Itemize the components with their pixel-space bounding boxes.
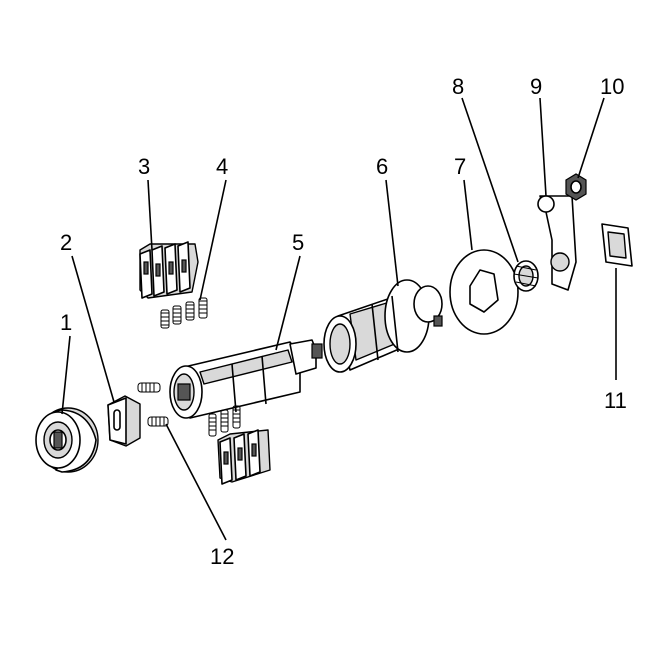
part-12-springs: [137, 382, 169, 427]
callout-2: 2: [60, 230, 72, 255]
part-8-spring: [513, 260, 539, 292]
callout-6: 6: [376, 154, 388, 179]
callout-3: 3: [138, 154, 150, 179]
callout-1: 1: [60, 310, 72, 335]
part-2-face-cap: [107, 395, 141, 447]
leader-lines: [61, 97, 617, 541]
part-1-cylinder-cap: [35, 407, 99, 473]
part-3-tumblers-upper: [139, 241, 199, 299]
callout-9: 9: [530, 74, 542, 99]
part-10-nut: [565, 173, 587, 201]
tumblers-lower: [208, 405, 271, 485]
callout-5: 5: [292, 230, 304, 255]
callout-8: 8: [452, 74, 464, 99]
callout-12: 12: [210, 544, 234, 569]
callout-4: 4: [216, 154, 228, 179]
callout-11: 11: [604, 388, 627, 413]
part-9-lever-arm: [537, 195, 577, 291]
part-6-housing: [323, 279, 443, 373]
part-7-washer-plate: [449, 249, 519, 335]
part-11-clip: [601, 223, 633, 267]
callout-7: 7: [454, 154, 466, 179]
callout-labels: 1 2 3 4 5 6 7 8 9 10 11 12: [60, 74, 627, 569]
callout-10: 10: [600, 74, 624, 99]
part-5-cylinder-core: [169, 339, 323, 419]
part-4-springs-upper: [160, 297, 208, 329]
